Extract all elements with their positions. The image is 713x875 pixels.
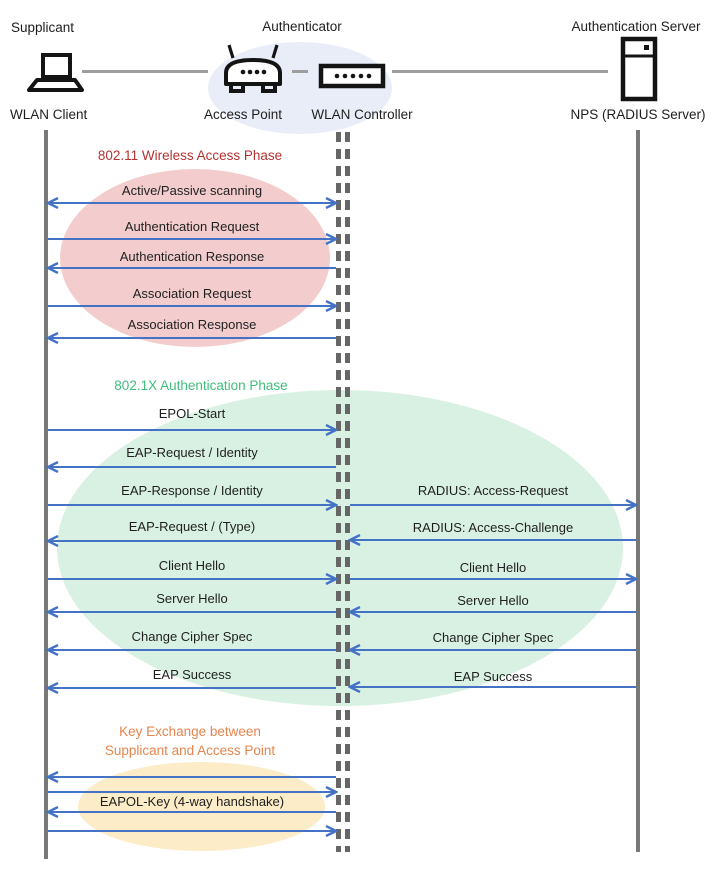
- role-title-authenticator: Authenticator: [262, 19, 342, 34]
- message-label: Active/Passive scanning: [121, 183, 263, 198]
- message-label: EAP Success: [453, 669, 533, 684]
- message-label: EPOL-Start: [158, 406, 226, 421]
- lifeline-auth-server: [636, 130, 640, 852]
- lifeline-wlan-controller-dash-1: [336, 132, 341, 852]
- role-title-supplicant: Supplicant: [11, 20, 75, 35]
- message-arrow-right: [348, 572, 639, 586]
- message-label: EAP-Response / Identity: [121, 483, 263, 498]
- message-arrow-left: [45, 770, 338, 784]
- message-label: RADIUS: Access-Request: [417, 483, 569, 498]
- message-arrow-left: [347, 680, 638, 694]
- message-label: Association Response: [127, 317, 257, 332]
- message-label: Authentication Request: [124, 219, 260, 234]
- message-arrow-right: [348, 498, 639, 512]
- message-arrow-left: [45, 460, 338, 474]
- phase-title-2: 802.1X Authentication Phase: [41, 376, 361, 395]
- connector-line: [82, 70, 208, 73]
- message-arrow-left: [45, 534, 338, 548]
- wlan-controller-icon: [318, 63, 386, 94]
- message-label: Server Hello: [156, 591, 228, 606]
- node-label-wlan-controller: WLAN Controller: [311, 107, 413, 122]
- message-label: Association Request: [132, 286, 252, 301]
- message-arrow-right: [46, 299, 339, 313]
- server-icon: [620, 36, 658, 107]
- node-label-wlan-client: WLAN Client: [10, 107, 88, 122]
- message-arrow-right: [46, 824, 339, 838]
- access-point-icon: [215, 42, 291, 103]
- message-arrow-right: [46, 423, 339, 437]
- node-label-nps: NPS (RADIUS Server): [570, 107, 706, 122]
- lifeline-supplicant: [44, 130, 48, 859]
- laptop-icon: [26, 52, 84, 103]
- message-arrow-left: [45, 261, 338, 275]
- message-arrow-right: [46, 232, 339, 246]
- message-label: EAP Success: [152, 667, 232, 682]
- message-label: Server Hello: [457, 593, 529, 608]
- message-label: Client Hello: [459, 560, 527, 575]
- message-arrow-left: [45, 805, 338, 819]
- message-arrow-right: [46, 498, 339, 512]
- message-label: Client Hello: [158, 558, 226, 573]
- phase-title-line: Key Exchange between: [119, 724, 261, 739]
- message-arrow-left: [45, 681, 338, 695]
- lifeline-wlan-controller-dash-2: [345, 132, 350, 852]
- message-arrow-left: [347, 643, 638, 657]
- message-label: Change Cipher Spec: [131, 629, 253, 644]
- message-label: Change Cipher Spec: [432, 630, 554, 645]
- message-arrow-left: [347, 533, 638, 547]
- message-arrow-left: [45, 331, 338, 345]
- message-label: RADIUS: Access-Challenge: [412, 520, 574, 535]
- message-arrow-left: [45, 643, 338, 657]
- message-label: Authentication Response: [119, 249, 265, 264]
- phase-title-line: 802.1X Authentication Phase: [114, 378, 288, 393]
- message-label: EAP-Request / Identity: [126, 445, 258, 460]
- message-arrow-right: [46, 785, 339, 799]
- message-arrow-left: [45, 605, 338, 619]
- message-label: EAP-Request / (Type): [128, 519, 256, 534]
- message-arrow-left: [347, 605, 638, 619]
- message-arrow-right: [46, 572, 339, 586]
- phase-title-1: 802.11 Wireless Access Phase: [30, 146, 350, 165]
- message-label: EAPOL-Key (4-way handshake): [99, 794, 285, 809]
- connector-dash: [292, 70, 308, 73]
- phase-title-line: Supplicant and Access Point: [104, 743, 276, 758]
- phase-title-line: 802.11 Wireless Access Phase: [97, 148, 283, 163]
- phase-ellipse-1: [60, 169, 330, 347]
- message-arrow-both: [45, 196, 339, 210]
- connector-line: [392, 70, 608, 73]
- role-title-auth-server: Authentication Server: [571, 19, 701, 34]
- node-label-access-point: Access Point: [203, 107, 283, 122]
